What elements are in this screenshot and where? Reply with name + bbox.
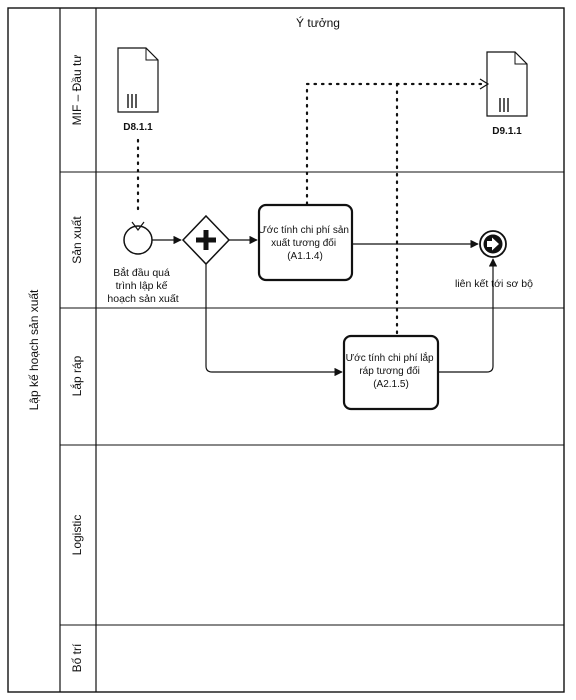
task-box <box>257 203 354 282</box>
pool-label: Lập kế hoạch sản xuất <box>27 289 41 410</box>
lane-label-logistic: Logistic <box>70 515 84 556</box>
document-label: D8.1.1 <box>123 122 153 133</box>
flow-task2-end <box>438 258 498 373</box>
lane-label-bo-tri: Bố trí <box>70 643 84 672</box>
phase-header: Ý tưởng <box>296 15 340 30</box>
document-d8: D8.1.1 <box>117 47 159 133</box>
task-label: Ước tính chi phí lắp ráp tương đối (A2.1… <box>346 351 437 390</box>
start-event-label: Bắt đầu quá trình lập kế hoạch sản xuất <box>107 266 178 305</box>
lane-label-lap-rap: Lắp ráp <box>69 355 84 396</box>
lane-headers: MIF – Đầu tư Sản xuất Lắp ráp Logistic B… <box>60 8 564 692</box>
message-marker <box>131 221 145 231</box>
lane-label-san-xuat: Sản xuất <box>70 216 84 264</box>
task-label: Ước tính chi phí sản xuất tương đối (A1.… <box>258 225 351 262</box>
task-a2-1-5: Ước tính chi phí lắp ráp tương đối (A2.1… <box>342 334 440 411</box>
phase-label: Ý tưởng <box>296 15 340 30</box>
document-label: D9.1.1 <box>492 126 522 137</box>
end-event-label: liên kết tới sơ bộ <box>455 278 533 290</box>
end-event: liên kết tới sơ bộ <box>455 230 533 290</box>
parallel-gateway <box>181 214 231 266</box>
data-associations <box>136 82 484 336</box>
sequence-flows <box>152 235 498 377</box>
arrow-right-icon <box>487 237 499 251</box>
pool-frame <box>7 7 565 693</box>
task-a1-1-4: Ước tính chi phí sản xuất tương đối (A1.… <box>257 203 354 282</box>
association-arrowhead <box>479 78 490 90</box>
document-icon <box>117 47 159 113</box>
association-task1-d9 <box>305 82 484 206</box>
lane-label-mif: MIF – Đầu tư <box>70 55 84 126</box>
document-d9: D9.1.1 <box>486 51 528 137</box>
plus-icon <box>196 230 216 250</box>
pool: Lập kế hoạch sản xuất <box>7 7 565 693</box>
flow-gateway-task2 <box>205 264 343 377</box>
document-icon <box>486 51 528 117</box>
start-event: Bắt đầu quá trình lập kế hoạch sản xuất <box>107 221 179 305</box>
